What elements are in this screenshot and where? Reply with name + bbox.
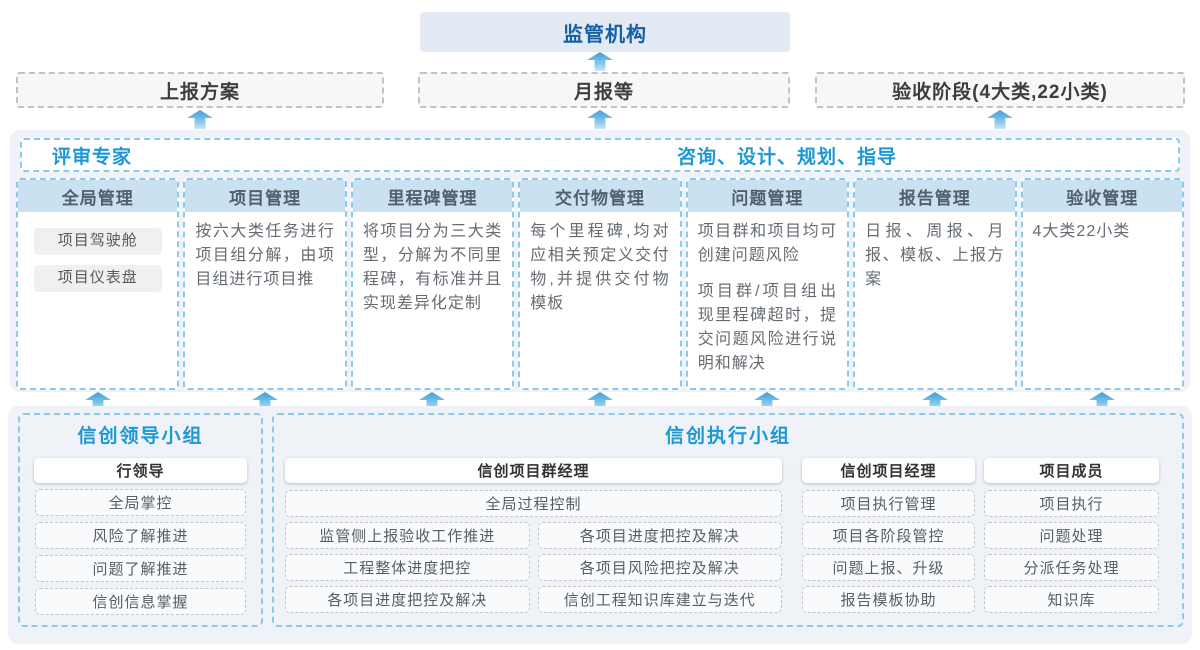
program-manager-item: 各项目进度把控及解决 [285,586,530,613]
column-body: 将项目分为三大类型，分解为不同里程碑，有标准并且实现差异化定制 [353,212,512,388]
column-header: 里程碑管理 [352,180,513,212]
leader-item: 问题了解推进 [35,555,246,582]
consulting-design-label: 咨询、设计、规划、指导 [677,146,898,168]
column-header: 验收管理 [1022,180,1182,212]
acceptance-stage-label: 验收阶段(4大类,22小类) [892,81,1108,103]
column-text: 每个里程碑,均对应相关预定义交付物,并提供交付物模板 [530,223,670,312]
leader-item: 信创信息掌握 [35,588,246,615]
column-header: 问题管理 [687,180,848,212]
up-arrow-icon [587,52,613,71]
project-member-item: 分派任务处理 [984,554,1159,581]
project-manager-item: 问题上报、升级 [802,554,975,581]
program-manager-section: 信创项目群经理 全局过程控制 监管侧上报验收工作推进 各项目进度把控及解决 工程… [285,458,782,618]
project-manager-section: 信创项目经理 项目执行管理 项目各阶段管控 问题上报、升级 报告模板协助 [802,458,975,618]
project-member-item: 项目执行 [984,490,1159,517]
program-manager-item: 工程整体进度把控 [285,554,530,581]
up-arrow-icon [987,110,1013,129]
program-manager-item: 各项目风险把控及解决 [537,554,782,581]
column-acceptance-management: 验收管理 4大类22小类 [1020,178,1184,390]
project-member-section: 项目成员 项目执行 问题处理 分派任务处理 知识库 [984,458,1159,618]
panel-header-bar: 评审专家 咨询、设计、规划、指导 [20,138,1180,172]
program-manager-item: 信创工程知识库建立与迭代 [537,586,782,613]
top-box-monthly-report: 月报等 [418,72,790,108]
column-text: 4大类22小类 [1032,223,1131,240]
regulator-label: 监管机构 [563,23,647,46]
exec-group-box: 信创执行小组 信创项目群经理 全局过程控制 监管侧上报验收工作推进 各项目进度把… [272,413,1184,627]
column-global-management: 全局管理 项目驾驶舱 项目仪表盘 [16,178,180,390]
column-project-management: 项目管理 按六大类任务进行项目组分解，由项目组进行项目推 [183,178,347,390]
column-text: 项目群和项目均可创建问题风险 [697,223,838,264]
column-text: 按六大类任务进行项目组分解，由项目组进行项目推 [195,223,335,288]
report-plan-label: 上报方案 [159,81,240,103]
project-manager-item: 报告模板协助 [802,586,975,613]
column-body: 每个里程碑,均对应相关预定义交付物,并提供交付物模板 [520,212,679,388]
management-panel: 评审专家 咨询、设计、规划、指导 全局管理 项目驾驶舱 项目仪表盘 项目管理 按… [10,130,1190,392]
role-pill-project-member: 项目成员 [984,458,1159,483]
monthly-report-label: 月报等 [573,81,634,103]
program-manager-item-grid: 监管侧上报验收工作推进 各项目进度把控及解决 工程整体进度把控 各项目风险把控及… [285,522,782,618]
project-member-item: 知识库 [984,586,1159,613]
column-header: 全局管理 [18,180,178,212]
top-box-report-plan: 上报方案 [16,72,384,108]
up-arrow-icon [587,110,613,129]
chip-project-dashboard: 项目仪表盘 [33,265,162,292]
role-pill-project-manager: 信创项目经理 [802,458,975,483]
teams-panel: 信创领导小组 行领导 全局掌控 风险了解推进 问题了解推进 信创信息掌握 信创执… [8,406,1192,644]
program-manager-item: 全局过程控制 [285,490,782,517]
column-deliverable-management: 交付物管理 每个里程碑,均对应相关预定义交付物,并提供交付物模板 [518,178,682,390]
chip-project-cockpit: 项目驾驶舱 [33,228,162,255]
column-header: 报告管理 [855,180,1015,212]
exec-group-title: 信创执行小组 [664,426,791,447]
review-experts-label: 评审专家 [52,146,133,168]
role-pill-bank-leader: 行领导 [34,458,247,483]
project-manager-item: 项目执行管理 [802,490,975,517]
column-text: 将项目分为三大类型，分解为不同里程碑，有标准并且实现差异化定制 [362,223,503,312]
top-box-acceptance-stage: 验收阶段(4大类,22小类) [815,72,1185,108]
regulator-box: 监管机构 [420,12,790,52]
program-manager-item: 监管侧上报验收工作推进 [285,522,530,549]
leader-item: 全局掌控 [35,489,246,516]
column-body: 按六大类任务进行项目组分解，由项目组进行项目推 [185,212,344,388]
column-text: 日报、周报、月报、模板、上报方案 [865,223,1005,288]
column-body: 项目群和项目均可创建问题风险 项目群/项目组出现里程碑超时，提交问题风险进行说明… [688,212,847,388]
leader-group-box: 信创领导小组 行领导 全局掌控 风险了解推进 问题了解推进 信创信息掌握 [18,413,263,627]
column-header: 项目管理 [185,180,345,212]
leader-group-title: 信创领导小组 [77,426,204,447]
column-header: 交付物管理 [520,180,680,212]
exec-group-grid: 信创项目群经理 全局过程控制 监管侧上报验收工作推进 各项目进度把控及解决 工程… [274,458,1182,618]
up-arrow-icon [187,110,213,129]
leader-item: 风险了解推进 [35,522,246,549]
column-issue-management: 问题管理 项目群和项目均可创建问题风险 项目群/项目组出现里程碑超时，提交问题风… [685,178,850,390]
management-columns: 全局管理 项目驾驶舱 项目仪表盘 项目管理 按六大类任务进行项目组分解，由项目组… [16,178,1184,390]
project-manager-item: 项目各阶段管控 [802,522,975,549]
column-body: 项目驾驶舱 项目仪表盘 [18,212,177,388]
program-manager-item: 各项目进度把控及解决 [537,522,782,549]
column-text: 项目群/项目组出现里程碑超时，提交问题风险进行说明和解决 [697,283,838,372]
role-pill-program-manager: 信创项目群经理 [285,458,782,483]
column-report-management: 报告管理 日报、周报、月报、模板、上报方案 [853,178,1017,390]
project-member-item: 问题处理 [984,522,1159,549]
column-milestone-management: 里程碑管理 将项目分为三大类型，分解为不同里程碑，有标准并且实现差异化定制 [350,178,515,390]
column-body: 日报、周报、月报、模板、上报方案 [855,212,1014,388]
column-body: 4大类22小类 [1023,212,1182,388]
